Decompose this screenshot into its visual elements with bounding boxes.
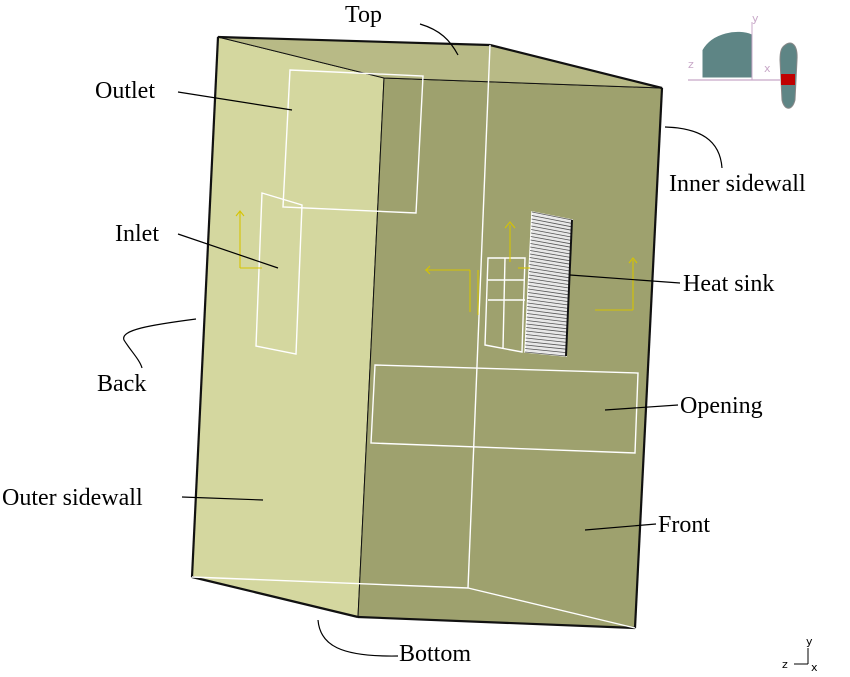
label-outlet: Outlet bbox=[95, 78, 155, 104]
wireframe-lines bbox=[191, 44, 639, 629]
view-navigator-icon[interactable]: y z x bbox=[688, 12, 798, 109]
svg-text:x: x bbox=[811, 661, 818, 674]
label-outer-sidewall: Outer sidewall bbox=[2, 485, 143, 511]
label-inner-sidewall: Inner sidewall bbox=[669, 171, 806, 197]
boundary-markers bbox=[235, 210, 638, 315]
outer-sidewall-face bbox=[191, 36, 385, 618]
inlet-opening bbox=[255, 192, 303, 355]
svg-text:y: y bbox=[806, 635, 813, 648]
label-bottom: Bottom bbox=[399, 641, 471, 667]
label-inlet: Inlet bbox=[115, 221, 159, 247]
svg-text:y: y bbox=[752, 12, 759, 25]
label-front: Front bbox=[658, 512, 710, 538]
svg-text:z: z bbox=[688, 58, 694, 71]
axis-triad-icon: y z x bbox=[782, 635, 818, 674]
label-back: Back bbox=[97, 371, 146, 397]
svg-text:z: z bbox=[782, 658, 788, 671]
label-top: Top bbox=[345, 2, 382, 28]
outlet-opening bbox=[282, 69, 424, 214]
heat-sink-base bbox=[484, 257, 526, 353]
heat-sink bbox=[524, 211, 573, 357]
front-face bbox=[357, 77, 663, 629]
label-heat-sink: Heat sink bbox=[683, 271, 774, 297]
leader-lines bbox=[123, 23, 723, 657]
front-opening bbox=[370, 364, 639, 454]
svg-text:x: x bbox=[764, 62, 771, 75]
box-edges bbox=[190, 35, 664, 630]
label-opening: Opening bbox=[680, 393, 763, 419]
